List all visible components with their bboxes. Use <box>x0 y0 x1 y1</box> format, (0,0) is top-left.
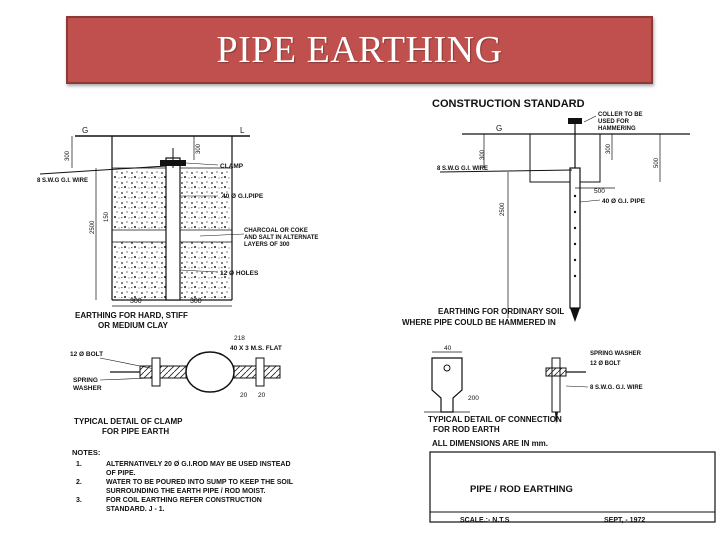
lug-plate <box>431 357 463 413</box>
notes-heading: NOTES: <box>72 448 100 457</box>
pipe-label: 40 Ø G.I.PIPE <box>222 193 264 200</box>
title-block-name: PIPE / ROD EARTHING <box>470 484 573 495</box>
conn-caption-1: TYPICAL DETAIL OF CONNECTION <box>428 415 562 424</box>
clamp-label: CLAMP <box>220 163 244 170</box>
dim-300-b1: 300 <box>130 298 142 305</box>
clamp-ring <box>185 351 235 393</box>
clamp-spring-label: SPRING WASHER <box>73 377 102 392</box>
conn-caption-2: FOR ROD EARTH <box>433 425 500 434</box>
ground-label-left: G <box>82 126 88 135</box>
clamp-dim-20a: 20 <box>240 392 248 399</box>
left-caption-1: EARTHING FOR HARD, STIFF <box>75 311 188 320</box>
conn-dim-40: 40 <box>444 345 452 352</box>
charcoal-label: CHARCOAL OR COKE AND SALT IN ALTERNATE L… <box>244 228 320 248</box>
rod-pipe <box>569 167 581 309</box>
notes-section: NOTES: 1. ALTERNATIVELY 20 Ø G.I.ROD MAY… <box>72 448 294 513</box>
dim-300-b2: 300 <box>190 298 202 305</box>
dim-2500: 2500 <box>90 220 96 234</box>
clamp-dim-218: 218 <box>234 335 245 342</box>
right-dim-500a: 500 <box>654 157 660 168</box>
clamp-caption-1: TYPICAL DETAIL OF CLAMP <box>74 417 183 426</box>
right-dim-300a: 300 <box>480 149 486 160</box>
dimensions-note: ALL DIMENSIONS ARE IN mm. <box>432 439 548 448</box>
construction-standard-header: CONSTRUCTION STANDARD <box>432 98 585 110</box>
note-1-line2: OF PIPE. <box>106 470 136 477</box>
holes-label: 12 Ø HOLES <box>220 270 259 277</box>
right-earthing-diagram: G COLLER TO BE USED FOR HAMMERING 8 S.W.… <box>402 112 690 327</box>
slide-title-bar: PIPE EARTHING <box>66 16 653 84</box>
title-block-date: SEPT, - 1972 <box>604 517 645 524</box>
note-3-num: 3. <box>76 497 82 504</box>
clamp-dim-20b: 20 <box>258 392 266 399</box>
note-2-num: 2. <box>76 479 82 486</box>
right-wire-label: 8 S.W.G G.I. WIRE <box>437 166 488 172</box>
clamp-detail-diagram: 218 40 X 3 M.S. FLAT 12 Ø BOLT SPRING WA… <box>70 335 282 436</box>
dim-300-right: 300 <box>196 143 202 154</box>
right-caption-1: EARTHING FOR ORDINARY SOIL <box>438 307 564 316</box>
ground-label-right: L <box>240 126 245 135</box>
left-earthing-diagram: G L 300 2500 150 300 8 S.W.G G.I. WIRE C… <box>37 126 320 330</box>
dim-150: 150 <box>104 211 110 222</box>
note-3-line2: STANDARD. J - 1. <box>106 506 165 513</box>
right-caption-2: WHERE PIPE COULD BE HAMMERED IN <box>402 318 556 327</box>
right-ground-label: G <box>496 124 502 133</box>
clamp-bolt-label: 12 Ø BOLT <box>70 351 103 358</box>
note-1-line1: ALTERNATIVELY 20 Ø G.I.ROD MAY BE USED I… <box>106 461 291 468</box>
note-2-line2: SURROUNDING THE EARTH PIPE / ROD MOIST. <box>106 488 266 495</box>
title-block-scale: SCALE.:- N.T.S <box>460 517 510 524</box>
left-caption-2: OR MEDIUM CLAY <box>98 321 169 330</box>
rod-holes <box>573 194 577 278</box>
clamp-flat-label: 40 X 3 M.S. FLAT <box>230 345 282 352</box>
pipe-clamp <box>160 160 186 166</box>
conn-wire-label: 8 S.W.G. G.I. WIRE <box>590 385 643 391</box>
title-block: PIPE / ROD EARTHING SCALE.:- N.T.S SEPT,… <box>429 451 716 524</box>
note-3-line1: FOR COIL EARTHING REFER CONSTRUCTION <box>106 497 262 504</box>
connection-detail-diagram: 40 200 SPRING WASHER 12 Ø BOLT 8 S.W.G. … <box>424 345 643 434</box>
note-2-line1: WATER TO BE POURED INTO SUMP TO KEEP THE… <box>106 479 294 486</box>
note-1-num: 1. <box>76 461 82 468</box>
right-dim-300b: 300 <box>606 143 612 154</box>
right-dim-2500: 2500 <box>500 202 506 216</box>
conn-spring-label: SPRING WASHER <box>590 351 642 357</box>
conn-dim-200: 200 <box>468 395 479 402</box>
wire-label: 8 S.W.G G.I. WIRE <box>37 178 88 184</box>
right-pipe-label: 40 Ø G.I. PIPE <box>602 198 646 205</box>
collar-label: COLLER TO BE USED FOR HAMMERING <box>598 112 644 132</box>
conn-bolt-label: 12 Ø BOLT <box>590 361 621 367</box>
clamp-caption-2: FOR PIPE EARTH <box>102 427 169 436</box>
gi-pipe <box>165 157 181 301</box>
slide-title: PIPE EARTHING <box>216 29 503 71</box>
dim-300-top: 300 <box>65 150 71 161</box>
right-dim-500b: 500 <box>594 188 605 195</box>
